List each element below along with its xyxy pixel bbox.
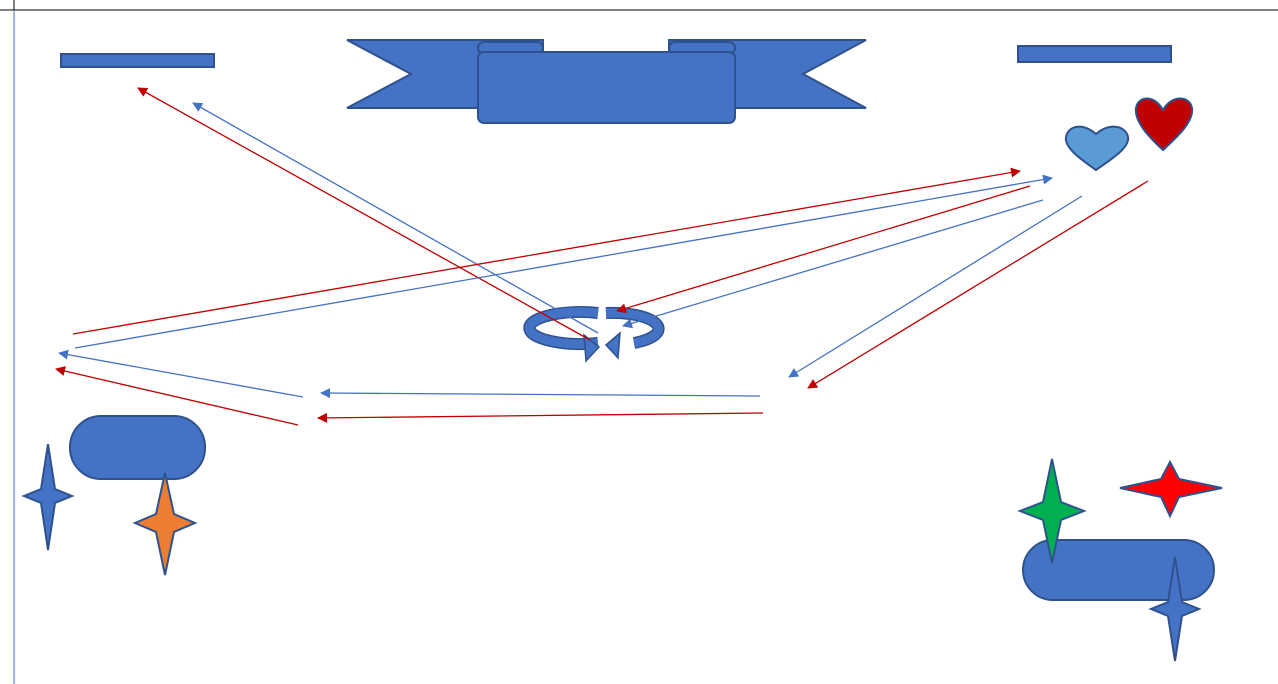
star-blue-left[interactable]: [21, 443, 75, 551]
rounded-box-right[interactable]: [1022, 539, 1215, 601]
connector-arrow-red[interactable]: [317, 412, 764, 423]
connector-arrow-red[interactable]: [137, 87, 591, 341]
connector-arrow-red[interactable]: [807, 180, 1149, 389]
connector-arrow-blue[interactable]: [74, 174, 1053, 349]
star-blue-right[interactable]: [1148, 556, 1202, 662]
connector-arrow-blue[interactable]: [320, 388, 761, 399]
connector-arrow-blue[interactable]: [788, 195, 1083, 378]
stars: [21, 443, 1223, 662]
top-right-bar[interactable]: [1017, 45, 1172, 63]
circular-arrows[interactable]: [523, 306, 665, 363]
connector-arrow-blue[interactable]: [192, 102, 599, 334]
star-red[interactable]: [1119, 459, 1223, 519]
connector-arrow-blue[interactable]: [622, 199, 1044, 329]
heart-light-blue[interactable]: [1064, 125, 1130, 172]
connector-arrow-blue[interactable]: [58, 349, 304, 398]
connector-arrows: [55, 87, 1149, 426]
connector-arrow-red[interactable]: [72, 167, 1021, 335]
star-orange[interactable]: [132, 472, 198, 576]
connector-arrow-red[interactable]: [55, 366, 299, 426]
ribbon-banner[interactable]: [346, 39, 867, 124]
rounded-box-left[interactable]: [69, 415, 206, 480]
top-left-bar[interactable]: [60, 53, 215, 68]
star-green[interactable]: [1017, 458, 1087, 564]
connector-arrow-red[interactable]: [616, 185, 1031, 314]
heart-red[interactable]: [1134, 97, 1194, 152]
